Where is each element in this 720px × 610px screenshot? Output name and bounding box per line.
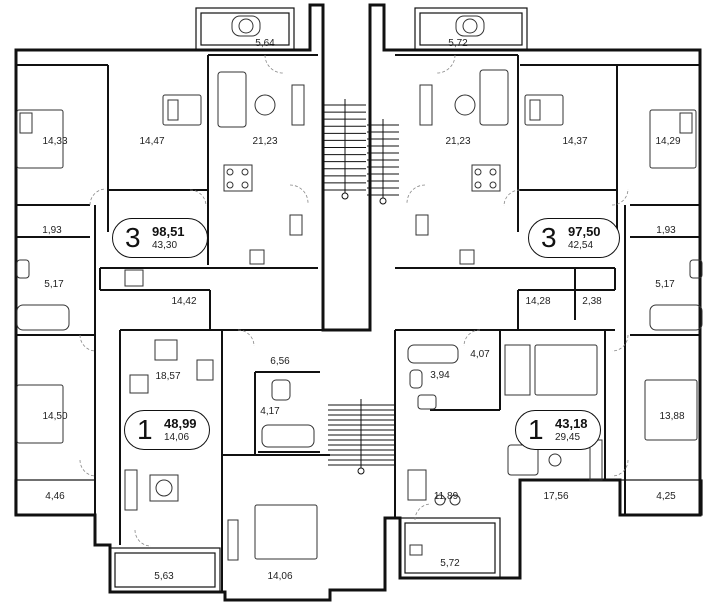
room-area-label: 5,17 (655, 279, 675, 290)
room-area-label: 3,94 (430, 370, 450, 381)
room-area-label: 5,72 (448, 38, 468, 49)
room-area-label: 2,38 (582, 296, 602, 307)
apartment-living-area: 29,45 (555, 432, 581, 443)
apartment-room-count: 3 (541, 222, 557, 253)
room-area-label: 1,93 (656, 225, 676, 236)
furniture (16, 15, 703, 561)
room-area-label: 14,06 (267, 571, 293, 582)
room-area-label: 14,33 (42, 136, 68, 147)
room-area-label: 21,23 (252, 136, 278, 147)
staircase-top-right (367, 119, 399, 205)
stair-start-dot (357, 467, 365, 475)
room-area-label: 14,28 (525, 296, 551, 307)
room-area-label: 4,07 (470, 349, 490, 360)
room-area-label: 11,89 (433, 491, 459, 502)
room-area-label: 14,50 (42, 411, 68, 422)
apartment-living-area: 14,06 (164, 432, 190, 443)
room-area-label: 17,56 (543, 491, 569, 502)
room-area-label: 14,37 (562, 136, 588, 147)
room-area-label: 4,46 (45, 491, 65, 502)
apartment-room-count: 1 (528, 414, 544, 445)
room-area-label: 5,63 (154, 571, 174, 582)
door-swings (79, 54, 629, 547)
room-area-label: 14,42 (171, 296, 197, 307)
room-area-label: 13,88 (659, 411, 685, 422)
room-area-label: 5,72 (440, 558, 460, 569)
room-area-label: 21,23 (445, 136, 471, 147)
room-area-label: 4,25 (656, 491, 676, 502)
room-area-label: 5,17 (44, 279, 64, 290)
stairs (324, 99, 399, 475)
balconies (14, 7, 703, 593)
room-area-label: 6,56 (270, 356, 290, 367)
apartment-total-area: 98,51 (152, 224, 185, 239)
stair-start-dot (379, 197, 387, 205)
apartment-living-area: 42,54 (568, 240, 594, 251)
room-area-label: 5,64 (255, 38, 275, 49)
apartment-total-area: 48,99 (164, 416, 197, 431)
room-area-label: 18,57 (155, 371, 181, 382)
apartment-room-count: 1 (137, 414, 153, 445)
apartment-total-area: 43,18 (555, 416, 588, 431)
room-area-label: 14,29 (655, 136, 681, 147)
apartment-living-area: 43,30 (152, 240, 178, 251)
staircase-lower (328, 399, 394, 475)
room-area-label: 4,17 (260, 406, 280, 417)
room-area-label: 14,47 (139, 136, 165, 147)
interior-walls (16, 54, 700, 592)
staircase-top-left (324, 99, 366, 200)
room-area-label: 1,93 (42, 225, 62, 236)
stair-start-dot (341, 192, 349, 200)
apartment-total-area: 97,50 (568, 224, 601, 239)
apartment-room-count: 3 (125, 222, 141, 253)
